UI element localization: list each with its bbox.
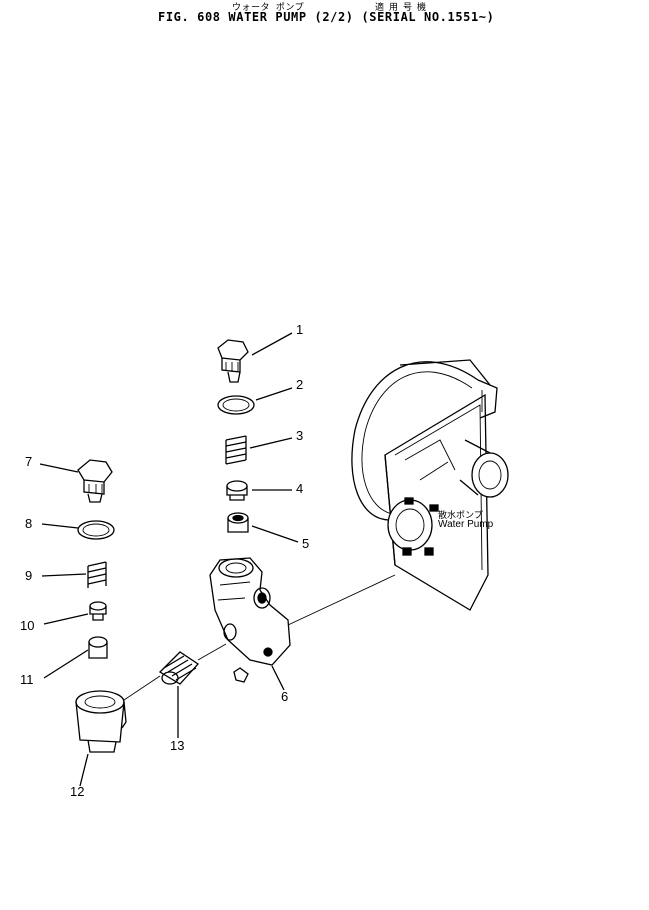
callout-1: 1 <box>296 322 304 337</box>
callout-12: 12 <box>70 784 85 799</box>
header-japanese-applicable: 適用号機 <box>375 3 432 13</box>
callout-3: 3 <box>296 428 304 443</box>
water-pump-assembly <box>351 359 509 611</box>
callout-9: 9 <box>25 568 33 583</box>
part-3-spring <box>225 435 247 465</box>
part-5-seat <box>227 512 249 533</box>
callout-6: 6 <box>281 689 289 704</box>
part-11-seat <box>88 636 108 659</box>
pump-label-japanese: 散水ポンプ <box>438 511 483 521</box>
header-japanese-name: ウォータ ポンプ <box>232 3 305 13</box>
figure-title: FIG. 608 WATER PUMP (2/2) (SERIAL NO.155… <box>158 10 495 24</box>
callout-7: 7 <box>25 454 33 469</box>
leader-lines <box>39 332 396 787</box>
callout-8: 8 <box>25 516 33 531</box>
part-10-valve <box>89 601 107 621</box>
callout-4: 4 <box>296 481 304 496</box>
part-2-gasket <box>217 395 255 415</box>
callout-13: 13 <box>170 738 185 753</box>
callout-10: 10 <box>20 618 35 633</box>
callout-5: 5 <box>302 536 310 551</box>
part-7-plug <box>77 459 113 503</box>
part-6-valve-body <box>209 557 291 683</box>
part-9-spring <box>87 561 107 588</box>
part-1-plug <box>217 339 249 383</box>
part-4-valve <box>226 480 248 501</box>
part-8-gasket <box>77 520 115 540</box>
part-13-nipple <box>158 651 199 685</box>
callout-11: 11 <box>20 672 34 687</box>
part-12-elbow <box>75 690 127 753</box>
pump-label-english: Water Pump <box>438 519 494 530</box>
callout-2: 2 <box>296 377 304 392</box>
